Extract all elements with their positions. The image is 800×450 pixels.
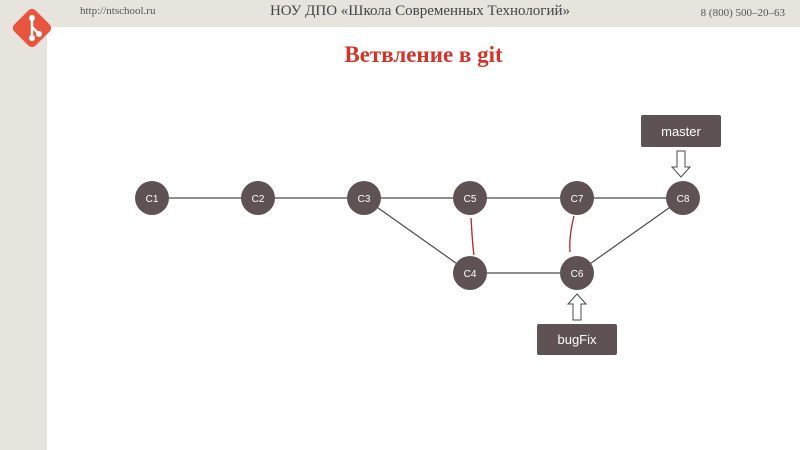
edge-c3-c4 bbox=[363, 197, 471, 274]
node-c2: C2 bbox=[241, 181, 275, 215]
node-c5-label: C5 bbox=[464, 194, 477, 205]
master-arrow-icon bbox=[670, 150, 692, 178]
bugfix-arrow-icon bbox=[566, 293, 588, 321]
node-c6: C6 bbox=[560, 256, 594, 290]
node-c6-label: C6 bbox=[571, 269, 584, 280]
header-bar: http://ntschool.ru НОУ ДПО «Школа Соврем… bbox=[0, 0, 800, 27]
annotation-mark-c7-c6 bbox=[569, 215, 575, 253]
bugfix-tag: bugFix bbox=[537, 324, 617, 355]
edges bbox=[152, 197, 684, 274]
node-c8: C8 bbox=[666, 181, 700, 215]
master-tag: master bbox=[641, 115, 721, 147]
node-c8-label: C8 bbox=[677, 194, 690, 205]
node-c3: C3 bbox=[347, 181, 381, 215]
header-url[interactable]: http://ntschool.ru bbox=[80, 5, 156, 17]
node-c7: C7 bbox=[560, 181, 594, 215]
master-tag-label: master bbox=[661, 124, 701, 139]
node-c1-label: C1 bbox=[146, 194, 159, 205]
annotation-marks bbox=[470, 215, 575, 256]
header-phone: 8 (800) 500–20–63 bbox=[700, 7, 785, 19]
node-c3-label: C3 bbox=[358, 194, 371, 205]
git-icon bbox=[12, 8, 52, 48]
annotation-mark-c5-c4 bbox=[470, 217, 475, 256]
node-c5: C5 bbox=[453, 181, 487, 215]
bugfix-tag-label: bugFix bbox=[557, 332, 597, 347]
node-c4-label: C4 bbox=[464, 269, 477, 280]
slide-title: Ветвление в git bbox=[344, 42, 503, 67]
slide bbox=[47, 27, 800, 450]
node-c1: C1 bbox=[135, 181, 169, 215]
edge-c6-c8 bbox=[576, 197, 684, 274]
left-band bbox=[0, 0, 47, 450]
node-c4: C4 bbox=[453, 256, 487, 290]
node-c2-label: C2 bbox=[252, 194, 265, 205]
header-org: НОУ ДПО «Школа Современных Технологий» bbox=[269, 3, 571, 19]
node-c7-label: C7 bbox=[571, 194, 584, 205]
